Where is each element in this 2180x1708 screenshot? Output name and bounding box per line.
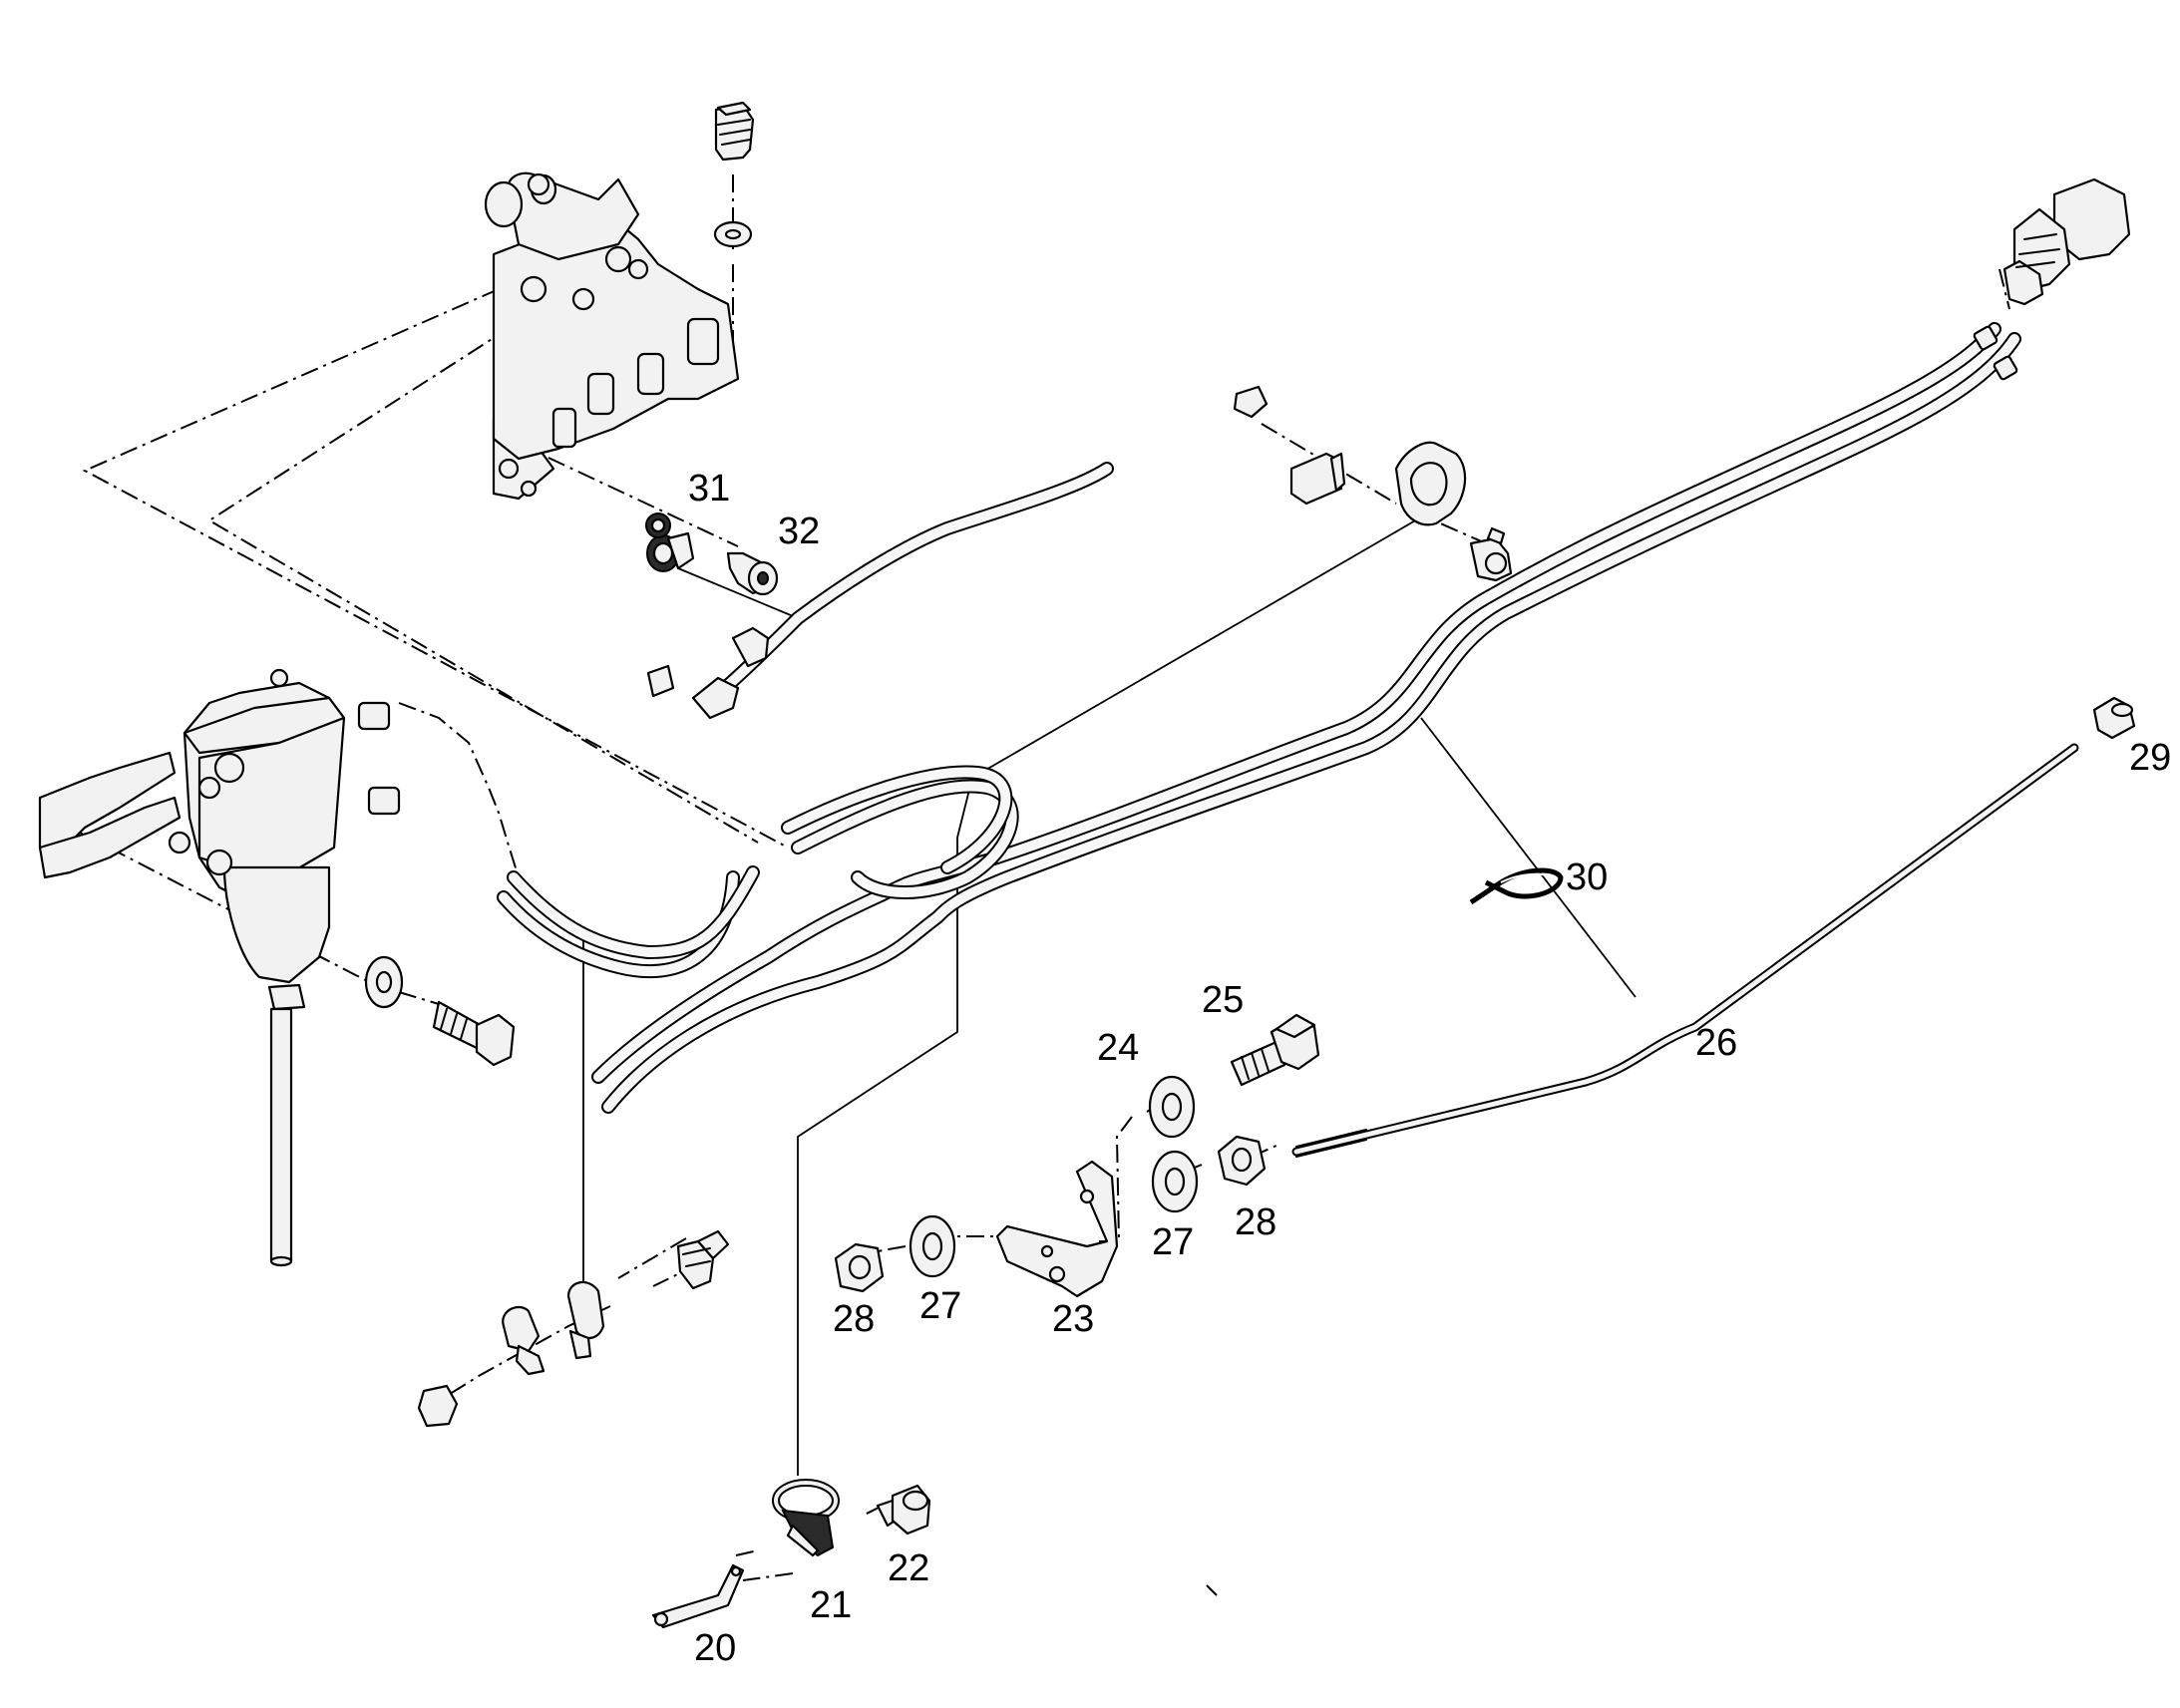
assembly-lines	[79, 174, 2010, 1596]
part-27-washer-left	[908, 1214, 956, 1278]
part-31-clamp	[645, 512, 695, 572]
callout-32: 32	[778, 511, 820, 552]
hose-clip-right	[1233, 385, 1513, 582]
callout-23: 23	[1052, 1298, 1094, 1340]
top-washer	[713, 220, 753, 248]
part-32-screw	[726, 551, 779, 596]
callout-27-right: 27	[1152, 1221, 1194, 1263]
part-25-bolt	[1230, 1013, 1320, 1087]
callout-24: 24	[1097, 1027, 1139, 1069]
part-21-clamp	[772, 1479, 840, 1557]
part-28-nut-left	[834, 1242, 885, 1293]
leader-lines	[582, 508, 1636, 1476]
callout-28-left: 28	[833, 1298, 875, 1340]
left-pump-assembly	[38, 668, 401, 1267]
pump-bolt	[432, 1000, 516, 1067]
callout-28-right: 28	[1235, 1201, 1276, 1243]
callout-20: 20	[694, 1627, 736, 1669]
top-valve-bracket	[484, 171, 740, 501]
part-23-plate	[995, 1160, 1119, 1298]
callout-26: 26	[1695, 1022, 1737, 1064]
top-bolt	[714, 101, 755, 162]
top-right-fitting	[1973, 177, 2131, 381]
callout-27-left: 27	[919, 1285, 961, 1327]
part-20-bracket	[651, 1563, 745, 1629]
lower-hose-clamp	[646, 626, 770, 720]
callout-21: 21	[810, 1584, 852, 1626]
lower-left-clamp-group	[417, 1229, 730, 1428]
part-26-rod	[1291, 743, 2079, 1158]
part-27-washer-right	[1151, 1150, 1199, 1213]
callout-30: 30	[1566, 856, 1608, 898]
part-30-cable-tie	[1469, 867, 1564, 905]
part-24-washer	[1148, 1075, 1196, 1139]
callout-29: 29	[2129, 737, 2171, 779]
hydraulic-hoses	[497, 322, 2021, 1114]
part-28-nut-right	[1217, 1135, 1267, 1187]
callout-31: 31	[688, 468, 730, 510]
callout-25: 25	[1202, 979, 1244, 1021]
part-22-screw	[876, 1484, 931, 1536]
callout-labels: 31 32 29 30 26 25 24 28 27 23 27 28 22 2…	[688, 468, 2171, 1669]
part-29-cap	[2092, 696, 2136, 740]
callout-22: 22	[888, 1547, 929, 1589]
pump-washer	[364, 955, 404, 1009]
